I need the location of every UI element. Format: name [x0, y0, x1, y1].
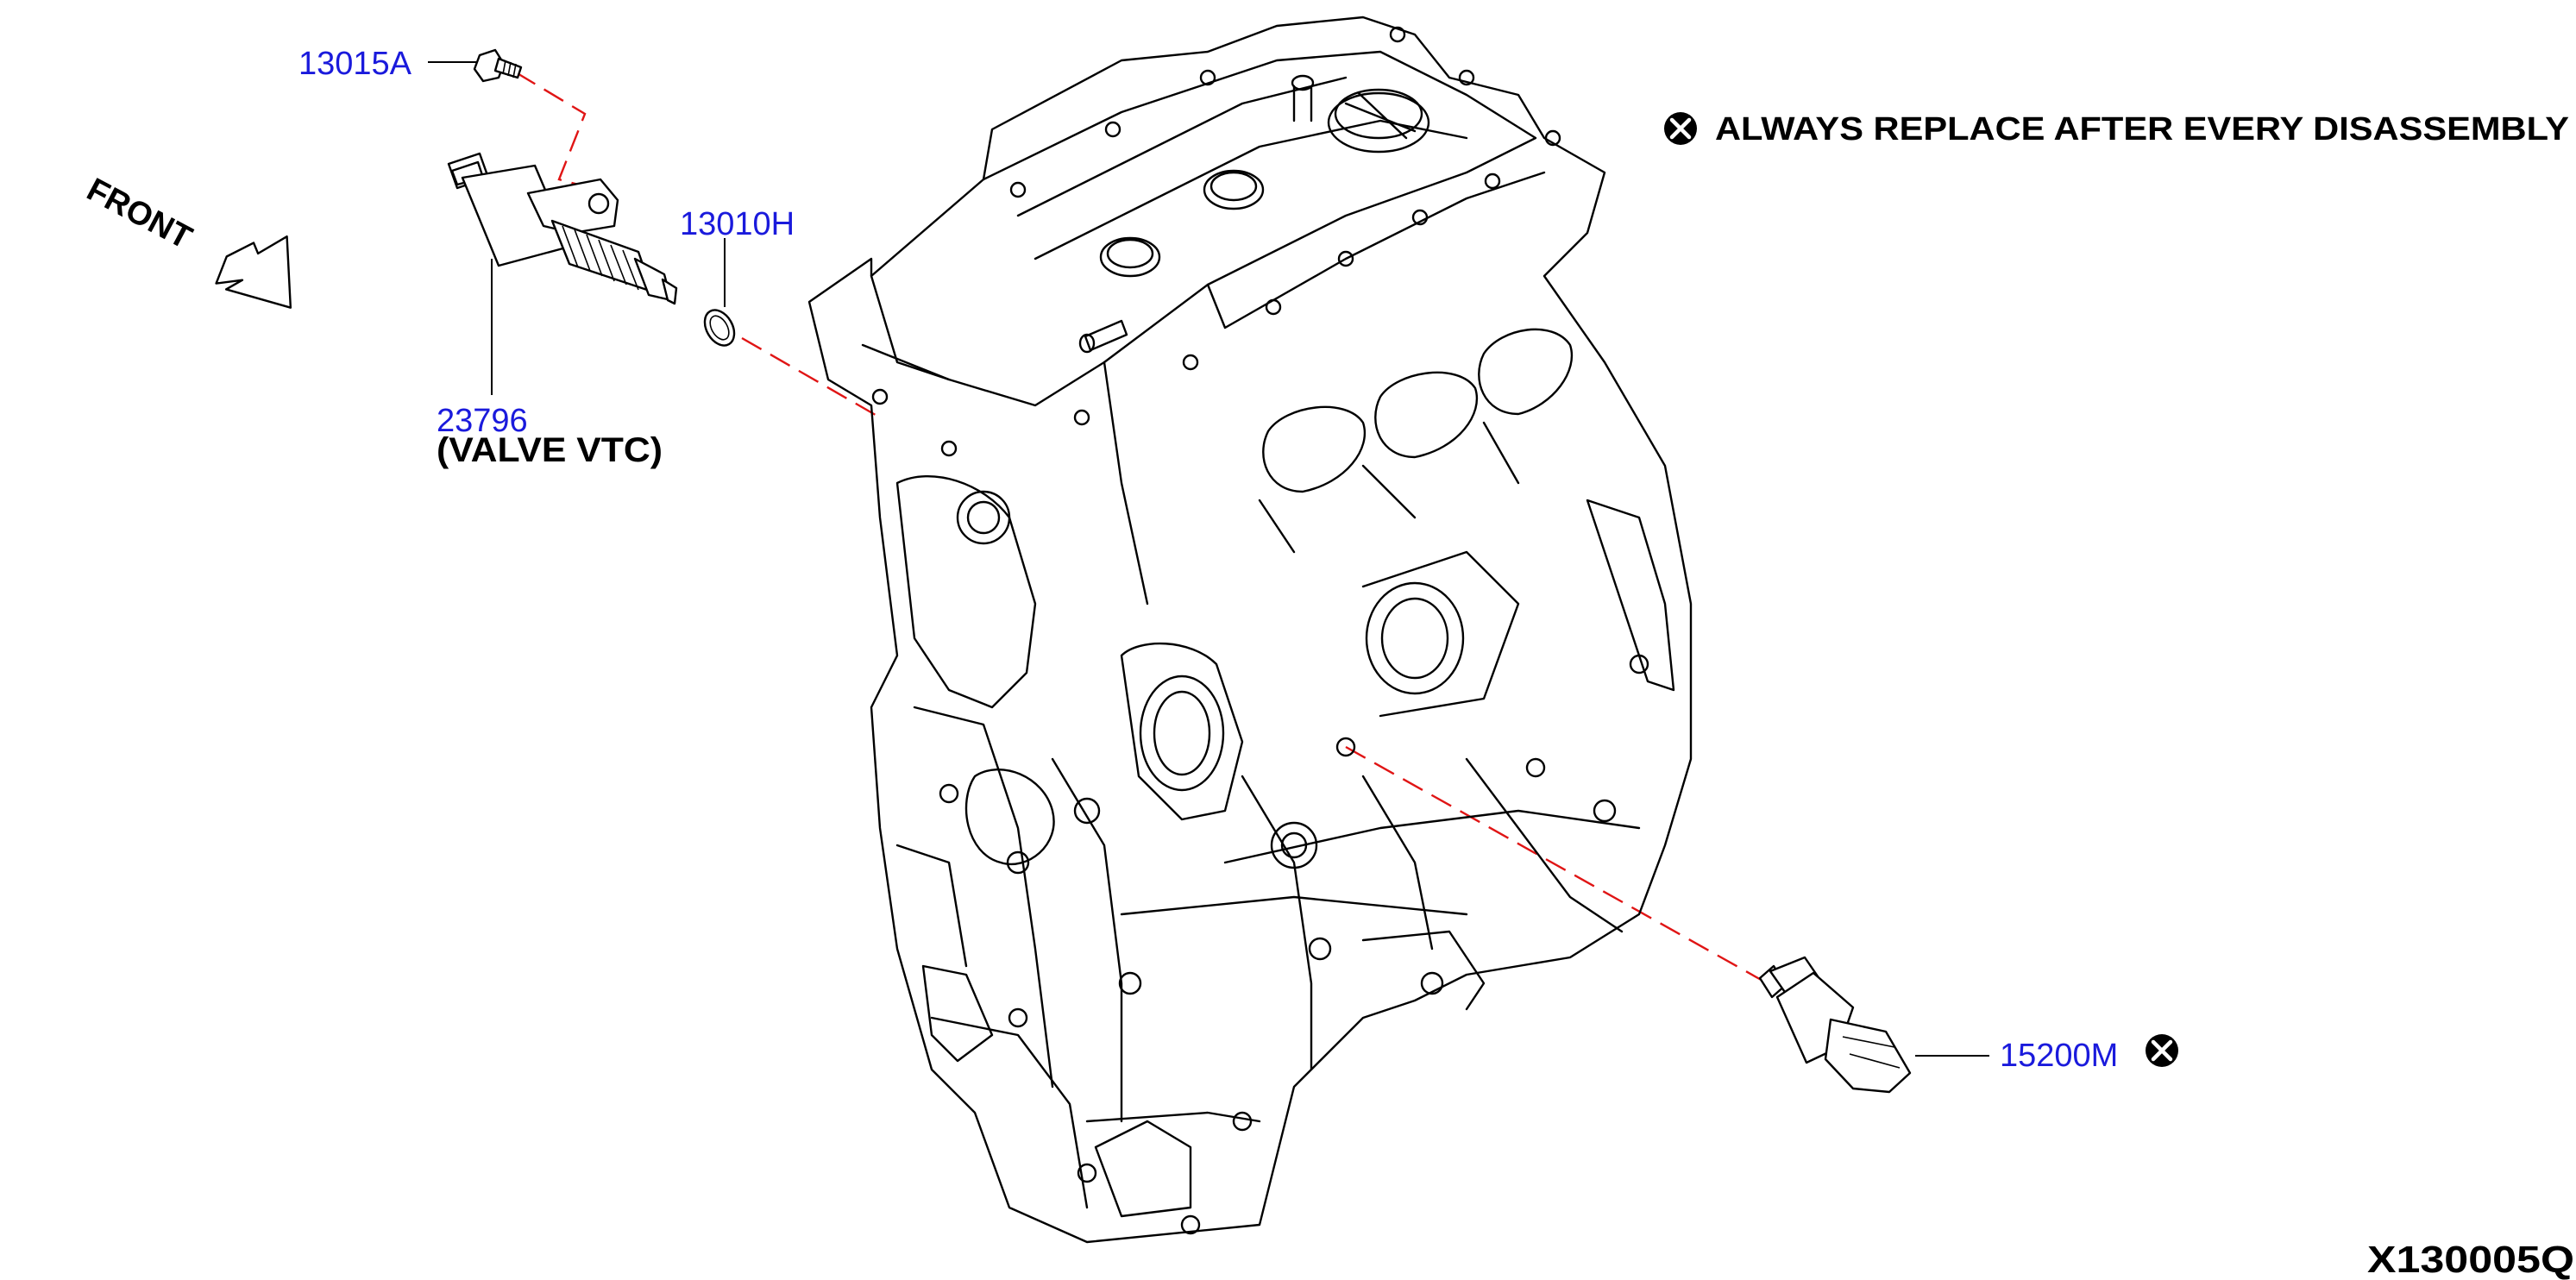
- part-number-23796: 23796: [437, 403, 528, 439]
- circle-x-icon: [2146, 1034, 2178, 1067]
- front-label: FRONT: [81, 172, 198, 257]
- part-number-13010h: 13010H: [680, 206, 795, 242]
- front-arrow-icon: [215, 235, 292, 309]
- circle-x-icon: [1664, 112, 1697, 145]
- bolt-drawing: [473, 48, 523, 83]
- replace-note: ALWAYS REPLACE AFTER EVERY DISASSEMBLY: [1664, 111, 2569, 147]
- diagram-code: X130005Q: [2367, 1239, 2574, 1280]
- part-description-23796: (VALVE VTC): [437, 431, 663, 469]
- replace-note-text: ALWAYS REPLACE AFTER EVERY DISASSEMBLY: [1715, 111, 2569, 147]
- part-number-13015a: 13015A: [298, 46, 412, 82]
- part-15200m-sensor: 15200M: [1758, 956, 2178, 1094]
- part-13015a-bolt: 13015A: [298, 46, 523, 83]
- part-number-15200m: 15200M: [2000, 1038, 2118, 1074]
- part-23796-valve-vtc: 23796 (VALVE VTC): [437, 152, 678, 469]
- part-13010h-oring: 13010H: [680, 206, 795, 347]
- engine-block-drawing: [807, 16, 1693, 1244]
- front-indicator: FRONT: [81, 172, 292, 309]
- head-bolt-details: [871, 26, 1561, 457]
- valve-drawing: [447, 152, 678, 305]
- sensor-drawing: [1758, 956, 1912, 1094]
